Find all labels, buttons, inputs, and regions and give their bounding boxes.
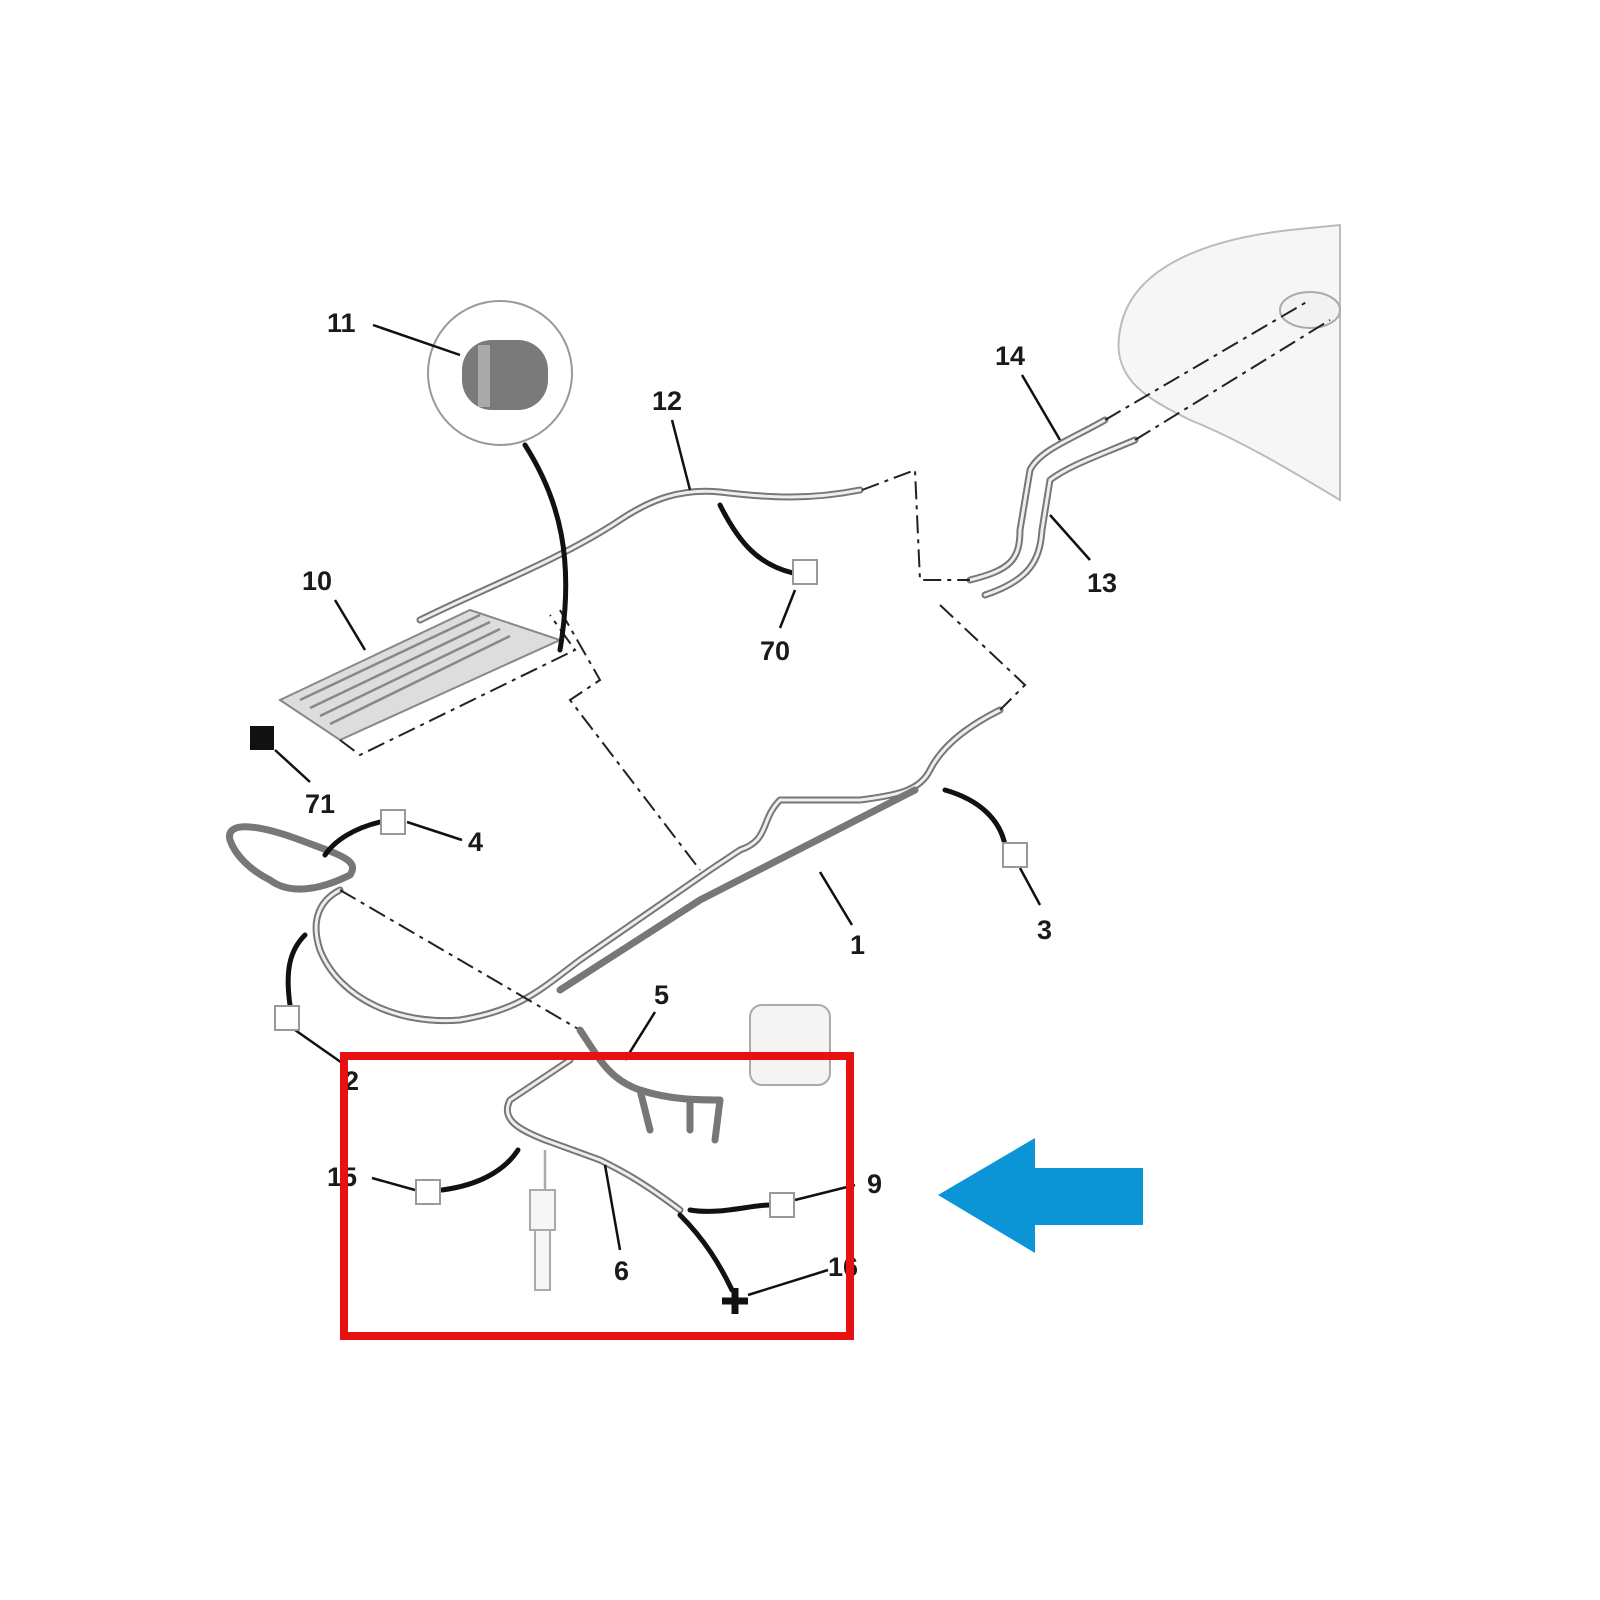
callout-1: 1 bbox=[850, 930, 865, 960]
ref-box-4 bbox=[380, 809, 406, 835]
fuel-tank bbox=[1117, 223, 1341, 502]
callout-11: 11 bbox=[327, 308, 356, 338]
highlight-box bbox=[340, 1052, 854, 1340]
pipe-5 bbox=[576, 1026, 724, 1144]
part-11-inset bbox=[427, 300, 573, 446]
pipe-4 bbox=[226, 823, 356, 893]
fuel-cooler-10 bbox=[277, 608, 577, 757]
callout-71: 71 bbox=[305, 789, 335, 819]
callout-13: 13 bbox=[1087, 568, 1117, 598]
arrow-left-icon bbox=[938, 1138, 1143, 1253]
callout-5: 5 bbox=[654, 980, 669, 1010]
callout-12: 12 bbox=[652, 386, 682, 416]
callout-6: 6 bbox=[614, 1256, 629, 1286]
callout-70: 70 bbox=[760, 636, 790, 666]
injector bbox=[529, 1150, 556, 1291]
ref-box-70 bbox=[792, 559, 818, 585]
callout-10: 10 bbox=[302, 566, 332, 596]
ref-box-3 bbox=[1002, 842, 1028, 868]
ref-box-71-filled bbox=[250, 726, 274, 750]
callout-9: 9 bbox=[867, 1169, 882, 1199]
ref-box-15 bbox=[415, 1179, 441, 1205]
ref-box-2 bbox=[274, 1005, 300, 1031]
ref-box-9 bbox=[769, 1192, 795, 1218]
plus-icon-16 bbox=[722, 1288, 748, 1314]
callout-3: 3 bbox=[1037, 915, 1052, 945]
pipe-1 bbox=[312, 706, 1004, 1025]
callout-14: 14 bbox=[995, 341, 1025, 371]
fuel-filter bbox=[749, 1004, 831, 1086]
callout-4: 4 bbox=[468, 827, 483, 857]
